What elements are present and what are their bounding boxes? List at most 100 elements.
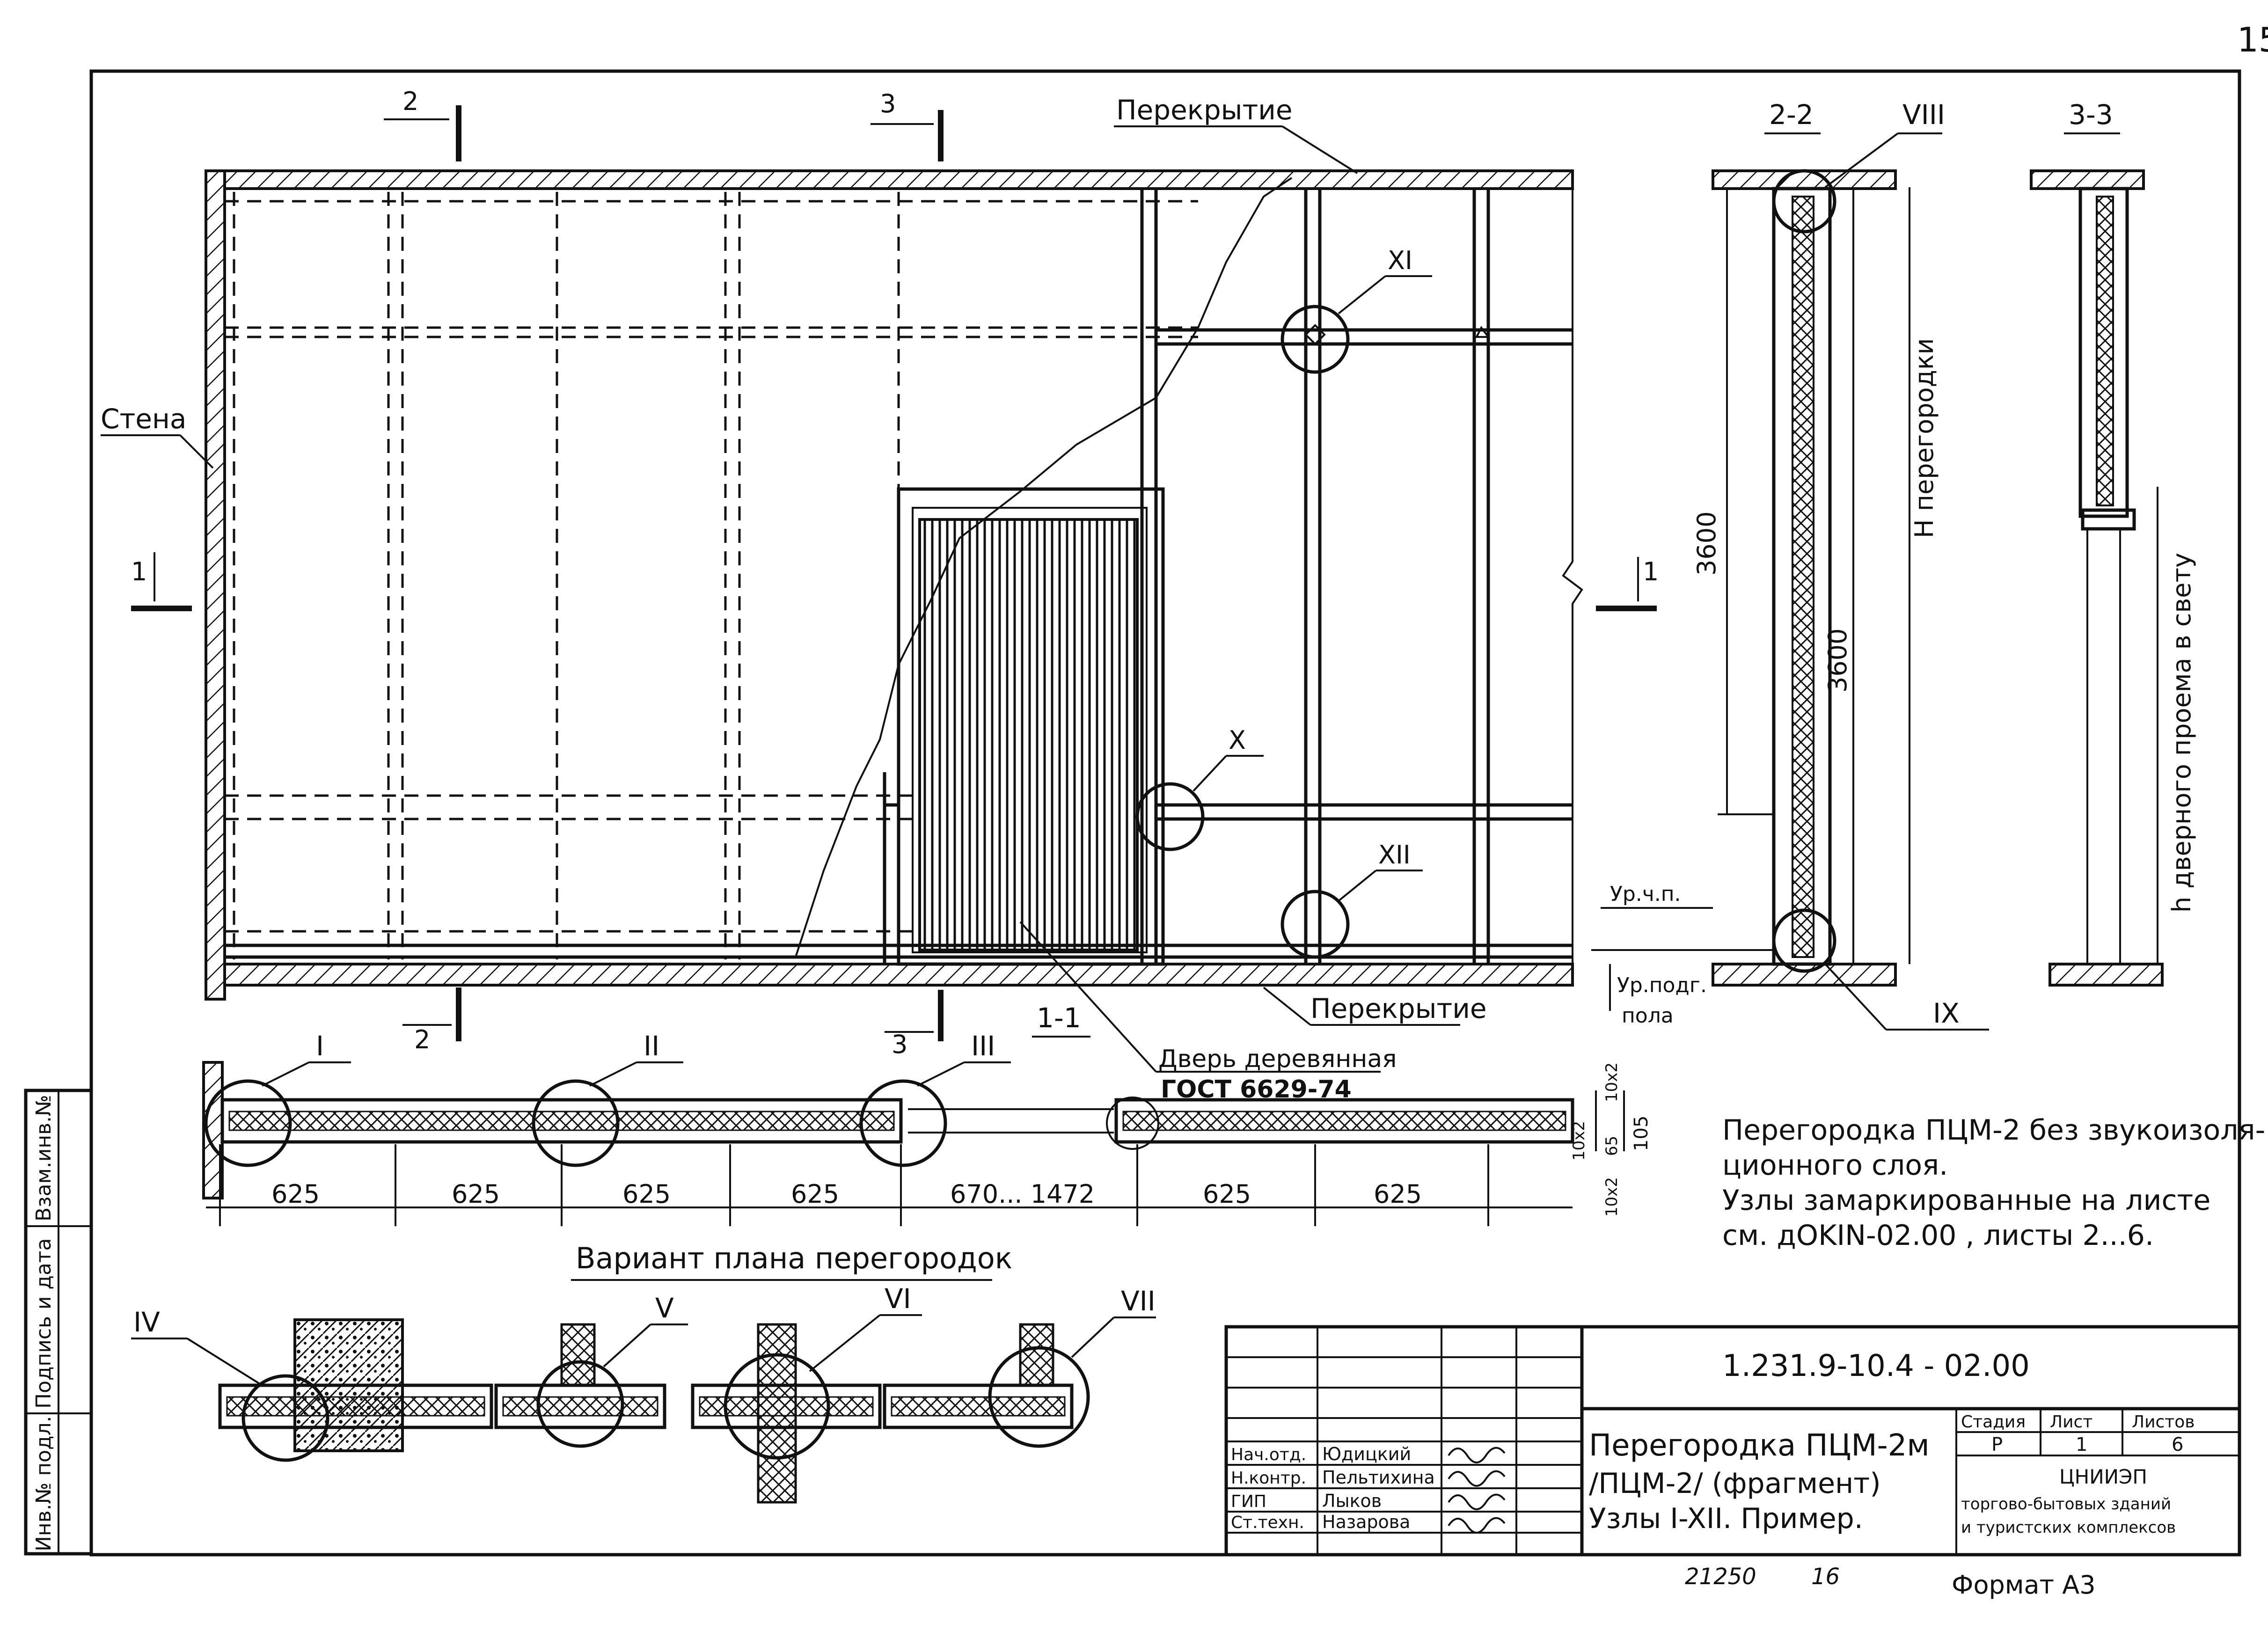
svg-text:3: 3 <box>892 1030 907 1059</box>
node-vi-label: VI <box>885 1283 911 1315</box>
note-line-4: см. дOKIN-02.00 , листы 2...6. <box>1722 1219 2154 1252</box>
svg-text:2: 2 <box>414 1025 430 1054</box>
node-iii-label: III <box>971 1030 995 1062</box>
thick-dim-3: 10х2 <box>1602 1062 1621 1102</box>
sig-name-1: Юдицкий <box>1322 1444 1411 1464</box>
dim-3600-outer: 3600 <box>1692 512 1721 576</box>
node-x-label: X <box>1229 725 1246 755</box>
title-line-1: Перегородка ПЦМ-2м <box>1589 1428 1930 1463</box>
side-stamp-col2: Подпись и дата <box>32 1238 56 1409</box>
val-sheets: 6 <box>2172 1434 2183 1455</box>
plan-section-label: 1-1 <box>1037 1002 1081 1034</box>
break-line <box>795 177 1293 958</box>
thick-dim-4: 105 <box>1631 1116 1652 1151</box>
node-vii-label: VII <box>1121 1285 1156 1317</box>
node-ix-circle <box>1772 908 1836 973</box>
note-line-3: Узлы замаркированные на листе <box>1722 1184 2210 1217</box>
section-mark-3-top: 3 <box>871 89 944 161</box>
side-stamp-col3: Взам.инв.№ <box>32 1095 56 1221</box>
node-ix-label: IX <box>1933 997 1960 1029</box>
sheet-frame <box>89 69 2241 1557</box>
section-mark-2-bottom: 2 <box>402 987 461 1054</box>
signature-2 <box>1448 1470 1506 1487</box>
node-xii-label: XII <box>1378 840 1411 870</box>
note-line-2: ционного слоя. <box>1722 1149 1948 1182</box>
level-sub-1: Ур.подг. <box>1617 973 1707 997</box>
svg-text:2: 2 <box>402 87 418 116</box>
node-i-label: I <box>316 1030 324 1062</box>
label-ceiling-bottom: Перекрытие <box>1310 993 1487 1024</box>
plan-dim-7: 625 <box>1374 1179 1422 1209</box>
plan-dim-4: 625 <box>791 1179 839 1209</box>
org-line-2: торгово-бытовых зданий <box>1961 1495 2171 1514</box>
title-line-2: /ПЦМ-2/ (фрагмент) <box>1589 1467 1881 1500</box>
plan-dim-3: 625 <box>622 1179 671 1209</box>
notes-block: Перегородка ПЦМ-2 без звукоизоля- ционно… <box>1722 1114 2265 1252</box>
section-mark-1-right: 1 <box>1596 557 1659 611</box>
node-x-circle <box>1135 782 1205 851</box>
hdr-sheets: Листов <box>2132 1412 2195 1432</box>
side-stamp-col1: Инв.№ подл. <box>32 1416 56 1551</box>
node-xi-label: XI <box>1388 246 1412 275</box>
door-leaf <box>918 518 1139 951</box>
svg-text:1: 1 <box>131 557 147 586</box>
sig-name-3: Лыков <box>1322 1491 1382 1511</box>
sig-name-2: Пельтихина <box>1322 1467 1435 1488</box>
plan-dim-1: 625 <box>271 1179 320 1209</box>
format-label: Формат А3 <box>1952 1570 2096 1600</box>
ceiling-slab-bottom <box>223 963 1574 987</box>
thick-dim-5: 10х2 <box>1570 1121 1588 1161</box>
section-mark-3-bottom: 3 <box>885 990 944 1059</box>
archive-sheet: 16 <box>1811 1564 1840 1590</box>
archive-no: 21250 <box>1685 1564 1756 1590</box>
side-stamp: Инв.№ подл. Подпись и дата Взам.инв.№ <box>24 1089 93 1556</box>
details-row: IV V VI VII <box>131 1283 1156 1504</box>
section-mark-1-left: 1 <box>131 552 192 611</box>
signature-3 <box>1448 1493 1506 1510</box>
thick-dim-2: 65 <box>1602 1136 1621 1156</box>
section-2-2: 2-2 VIII IX 3600 3600 H перегородки Ур.ч… <box>1591 99 1989 1031</box>
node-xi-circle <box>1280 305 1350 374</box>
sig-role-4: Ст.техн. <box>1231 1513 1304 1532</box>
label-door-1: Дверь деревянная <box>1158 1045 1397 1073</box>
org-line-1: ЦНИИЭП <box>2059 1465 2147 1488</box>
page-number: 15 <box>2237 20 2268 59</box>
level-sub-2: пола <box>1622 1004 1674 1028</box>
plan-dim-5: 670... 1472 <box>950 1179 1095 1209</box>
signature-1 <box>1448 1447 1506 1463</box>
node-v-label: V <box>655 1292 674 1324</box>
node-iv-label: IV <box>133 1306 160 1338</box>
title-line-3: Узлы I-XII. Пример. <box>1589 1502 1863 1535</box>
plan-dim-6: 625 <box>1203 1179 1251 1209</box>
thick-dim-1: 10х2 <box>1602 1177 1621 1217</box>
plan-caption: Вариант плана перегородок <box>576 1241 1012 1275</box>
label-wall: Стена <box>101 403 186 435</box>
elevation-view: XI X XII 2 3 2 3 <box>101 87 1659 1104</box>
org-line-3: и туристских комплексов <box>1961 1518 2176 1537</box>
section-3-3-title: 3-3 <box>2069 99 2113 131</box>
section-3-3: 3-3 h дверного проема в свету <box>2030 99 2196 987</box>
node-ii-label: II <box>644 1030 659 1062</box>
dim-3600-inner: 3600 <box>1823 629 1852 693</box>
ceiling-slab-top <box>223 169 1574 190</box>
svg-text:3: 3 <box>880 89 896 118</box>
signature-4 <box>1448 1517 1506 1534</box>
wall-hatch <box>205 169 226 1001</box>
sig-role-3: ГИП <box>1231 1492 1266 1511</box>
hdr-stage: Стадия <box>1961 1412 2026 1432</box>
node-xii-circle <box>1280 890 1350 959</box>
node-viii-label: VIII <box>1902 99 1945 131</box>
section-mark-2-top: 2 <box>384 87 461 161</box>
sig-role-2: Н.контр. <box>1231 1469 1306 1488</box>
hdr-sheet: Лист <box>2050 1412 2092 1432</box>
plan-dim-2: 625 <box>452 1179 500 1209</box>
doc-code: 1.231.9-10.4 - 02.00 <box>1722 1349 2030 1383</box>
plan-1-1: I II III 1-1 625 625 625 625 670... 1472… <box>202 1002 1652 1281</box>
door-frame <box>897 487 1165 966</box>
level-floor: Ур.ч.п. <box>1610 882 1681 906</box>
sig-name-4: Назарова <box>1322 1512 1410 1532</box>
section-2-2-title: 2-2 <box>1769 99 1814 131</box>
dim-h-partition: H перегородки <box>1910 338 1939 538</box>
val-sheet: 1 <box>2076 1434 2087 1455</box>
